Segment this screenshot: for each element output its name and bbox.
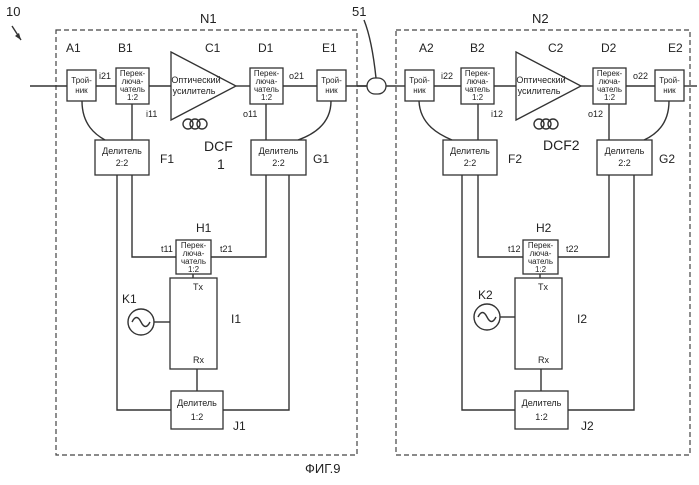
n1-tester-rx: Rx — [193, 355, 204, 365]
n1-port-i21: i21 — [99, 71, 111, 81]
n2-osc-label: K2 — [478, 288, 493, 302]
n2-switch-in-text-4: 1:2 — [472, 93, 484, 102]
n2-splitter-bottom-label: J2 — [581, 419, 594, 433]
fiber-51-leader — [364, 20, 376, 78]
n1-tee-out-text-1: Трой- — [321, 76, 342, 85]
n2-amp-text-1: Оптический — [516, 75, 565, 85]
n2-port-i12: i12 — [491, 109, 503, 119]
n1-splitter-bottom-text-1: Делитель — [177, 398, 217, 408]
n1-osc-label: K1 — [122, 292, 137, 306]
n1-splitter-bottom — [171, 391, 223, 429]
n1-port-t11: t11 — [161, 244, 173, 254]
n2-tester-label: I2 — [577, 312, 587, 326]
n2-switch-out-label: D2 — [601, 41, 617, 55]
n1-switch-out-label: D1 — [258, 41, 274, 55]
n2-tee-in-text-1: Трой- — [409, 76, 430, 85]
n2-switch-test-text-4: 1:2 — [535, 265, 547, 274]
n2-splitter-in-label: F2 — [508, 152, 522, 166]
n2-tee-out-text-1: Трой- — [659, 76, 680, 85]
node-n2: N2 A2 Трой- ник B2 Перек- лючa- чатель 1… — [396, 11, 697, 433]
n1-tester-label: I1 — [231, 312, 241, 326]
n1-link-e-g — [298, 101, 331, 140]
n1-amp-label: C1 — [205, 41, 221, 55]
n2-splitter-bottom-text-2: 1:2 — [535, 412, 548, 422]
n1-link-g-j — [223, 175, 289, 410]
n2-link-a-f — [419, 101, 452, 140]
n2-tee-out-text-2: ник — [663, 86, 676, 95]
n1-link-a-f — [82, 101, 105, 140]
n1-port-i11: i11 — [146, 109, 157, 119]
n1-dcf-number: 1 — [217, 156, 225, 172]
n2-dcf-label: DCF2 — [543, 137, 580, 153]
node-n2-label: N2 — [532, 11, 549, 26]
node-n1: N1 A1 Трой- ник B1 Перек- лючa- чатель 1… — [30, 11, 367, 433]
n1-sine-icon — [132, 318, 150, 327]
n2-port-i22: i22 — [441, 71, 453, 81]
n1-switch-out-text-4: 1:2 — [261, 93, 273, 102]
n2-tee-in-text-2: ник — [413, 86, 426, 95]
n2-port-o22: o22 — [633, 71, 648, 81]
n1-splitter-bottom-label: J1 — [233, 419, 246, 433]
n2-splitter-in-text-1: Делитель — [450, 146, 490, 156]
n1-switch-in-text-4: 1:2 — [127, 93, 139, 102]
n1-splitter-out-label: G1 — [313, 152, 329, 166]
n2-splitter-bottom-text-1: Делитель — [522, 398, 562, 408]
n2-amp-text-2: усилитель — [518, 86, 561, 96]
n1-splitter-out-text-1: Делитель — [259, 146, 299, 156]
n1-port-t21: t21 — [220, 244, 233, 254]
fiber-51-connector — [367, 78, 386, 94]
n2-switch-out-text-4: 1:2 — [604, 93, 616, 102]
n1-port-o21: o21 — [289, 71, 304, 81]
figure-caption: ФИГ.9 — [305, 461, 341, 476]
n1-tee-out-label: E1 — [322, 41, 337, 55]
n1-splitter-in-label: F1 — [160, 152, 174, 166]
n2-port-t12: t12 — [508, 244, 521, 254]
node-n1-label: N1 — [200, 11, 217, 26]
n2-amp-label: C2 — [548, 41, 564, 55]
n2-port-o12: o12 — [588, 109, 603, 119]
n2-dcf-coil — [534, 119, 558, 129]
n1-tester-tx: Tx — [193, 282, 203, 292]
n2-tee-out-label: E2 — [668, 41, 683, 55]
n1-switch-test-label: H1 — [196, 221, 212, 235]
n1-splitter-in-text-2: 2:2 — [116, 158, 129, 168]
n2-sine-icon — [478, 313, 496, 322]
n1-dcf-coil — [183, 119, 207, 129]
n2-tester-rx: Rx — [538, 355, 549, 365]
n1-port-o11: o11 — [243, 109, 257, 119]
n1-amp-text-1: Оптический — [171, 75, 220, 85]
n2-splitter-bottom — [515, 391, 568, 429]
figure-ref-arrowhead — [15, 33, 21, 40]
n1-splitter-out-text-2: 2:2 — [272, 158, 285, 168]
n1-dcf-label: DCF — [204, 138, 233, 154]
n1-splitter-bottom-text-2: 1:2 — [191, 412, 204, 422]
n2-splitter-out-text-1: Делитель — [605, 146, 645, 156]
n2-switch-in-label: B2 — [470, 41, 485, 55]
n1-tee-in-text-2: ник — [75, 86, 88, 95]
figure-ref: 10 — [6, 4, 20, 19]
n2-link-g-j — [568, 175, 634, 410]
n1-tee-in-text-1: Трой- — [71, 76, 92, 85]
n1-splitter-in-text-1: Делитель — [102, 146, 142, 156]
fiber-51-label: 51 — [352, 4, 366, 19]
n2-splitter-out-text-2: 2:2 — [618, 158, 631, 168]
n2-tee-in-label: A2 — [419, 41, 434, 55]
n1-amp-text-2: усилитель — [173, 86, 216, 96]
n2-splitter-in-text-2: 2:2 — [464, 158, 477, 168]
n2-link-e-g — [644, 101, 669, 140]
n2-port-t22: t22 — [566, 244, 579, 254]
n2-splitter-out-label: G2 — [659, 152, 675, 166]
n1-switch-in-label: B1 — [118, 41, 133, 55]
n2-tester-tx: Tx — [538, 282, 548, 292]
n1-tee-in-label: A1 — [66, 41, 81, 55]
n1-tee-out-text-2: ник — [325, 86, 338, 95]
n2-switch-test-label: H2 — [536, 221, 552, 235]
n1-switch-test-text-4: 1:2 — [188, 265, 200, 274]
